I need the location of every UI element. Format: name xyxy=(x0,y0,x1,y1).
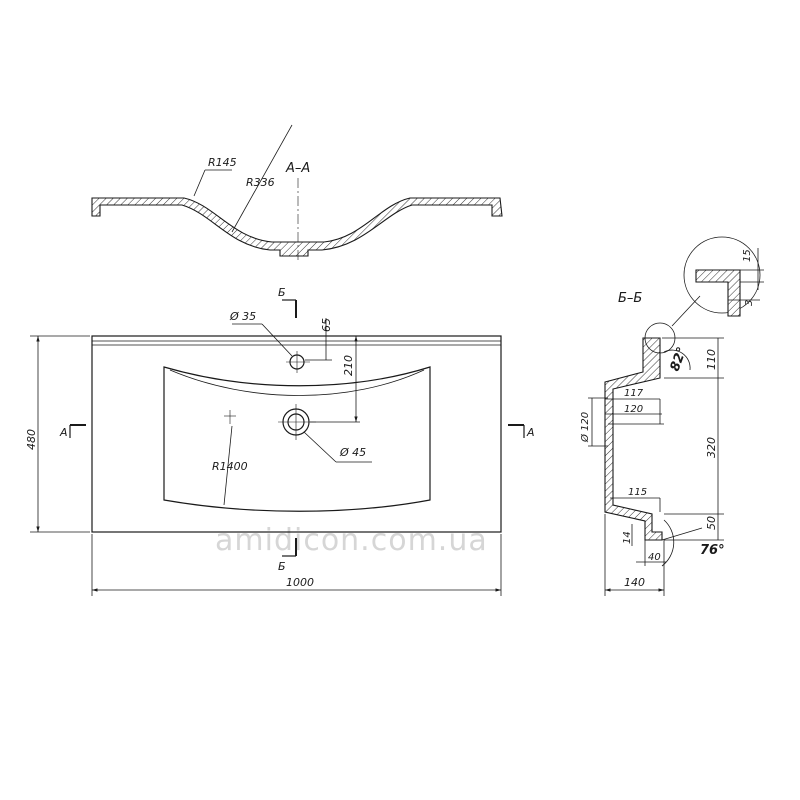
cut-a-right-label: А xyxy=(526,426,535,439)
detail-magnified-profile xyxy=(695,269,741,317)
dim-1000-label: 1000 xyxy=(286,576,314,589)
cut-a-left-label: А xyxy=(59,426,68,439)
cut-b-bottom-label: Б xyxy=(278,560,286,573)
plan-view: Ø 35 Ø 45 R1400 65 210 Б Б А А xyxy=(25,286,535,596)
watermark-text: amidicon.com.ua xyxy=(215,523,488,558)
dim-3-label: 3 xyxy=(744,300,755,306)
dim-320-label: 320 xyxy=(705,437,718,458)
bowl-outline xyxy=(163,366,431,512)
dim-115-label: 115 xyxy=(628,487,647,498)
detail-leader xyxy=(671,295,701,327)
dim-140-label: 140 xyxy=(624,576,645,589)
section-aa-profile xyxy=(91,197,503,257)
angle-82-label: 82° xyxy=(668,345,691,373)
r336-label: R336 xyxy=(246,176,275,189)
r1400-label: R1400 xyxy=(212,460,248,473)
angle-82-arc xyxy=(663,349,691,371)
dim-210-label: 210 xyxy=(342,355,355,376)
dim-15-label: 15 xyxy=(742,249,753,262)
dim-120-label: 120 xyxy=(624,404,643,415)
r336-leader xyxy=(231,124,293,233)
dim-14-label: 14 xyxy=(622,531,633,544)
countertop-outline xyxy=(91,335,502,533)
d45-label: Ø 45 xyxy=(339,446,366,459)
section-aa-title: А–А xyxy=(285,161,310,176)
dim-117-label: 117 xyxy=(624,388,644,399)
angle-76-ref xyxy=(661,527,703,541)
angle-76-label: 76° xyxy=(700,543,725,558)
r145-leader-tip xyxy=(193,169,206,197)
section-bb-title: Б–Б xyxy=(618,291,642,306)
d35-label: Ø 35 xyxy=(229,310,256,323)
section-bb-view: Б–Б 15 3 82° 110 320 50 117 120 xyxy=(579,236,764,596)
r1400-leader xyxy=(223,425,233,506)
dim-110-label: 110 xyxy=(705,349,718,370)
angle-76-arc xyxy=(661,519,675,567)
dim-480-label: 480 xyxy=(25,429,38,450)
detail-magnified-circle xyxy=(683,236,761,314)
dim-40-label: 40 xyxy=(648,552,661,563)
d45-leader xyxy=(303,431,337,463)
dim-50-label: 50 xyxy=(705,516,718,530)
dim-65-label: 65 xyxy=(320,318,333,332)
cut-b-top-label: Б xyxy=(278,286,286,299)
d35-leader-tip xyxy=(261,323,293,357)
r145-label: R145 xyxy=(208,156,237,169)
bowl-inner-curve xyxy=(169,369,425,396)
section-aa-view: R145 R336 А–А xyxy=(91,124,503,262)
section-bb-profile xyxy=(604,337,663,541)
d120-label: Ø 120 xyxy=(579,412,591,443)
